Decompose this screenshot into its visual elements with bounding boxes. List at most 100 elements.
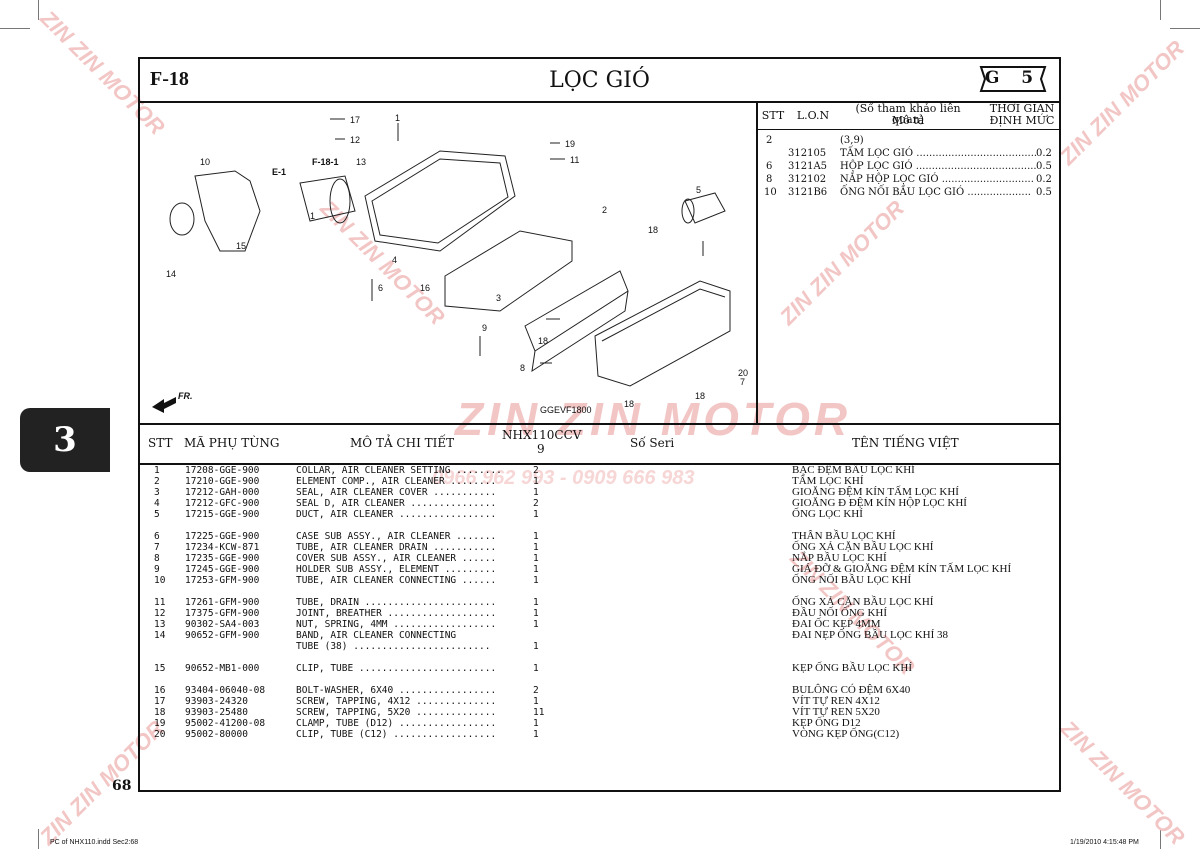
part-number: 93903-25480 — [185, 707, 248, 718]
fr-label: FR. — [178, 391, 193, 401]
part-qty: 2 — [533, 685, 539, 696]
ref-time: 0.2 — [1036, 174, 1052, 185]
ref-desc: NẮP HỘP LỌC GIÓ ........................… — [840, 174, 1034, 185]
part-vn-name: KẸP ỐNG D12 — [792, 717, 861, 729]
part-vn-name: GIOĂNG Đ ĐỆM KÍN HỘP LỌC KHÍ — [792, 497, 967, 509]
part-description: COLLAR, AIR CLEANER SETTING ........ — [296, 465, 502, 476]
part-number: 17261-GFM-900 — [185, 597, 260, 608]
callout: 20 — [738, 368, 748, 378]
part-stt: 13 — [154, 619, 166, 630]
cover-shape — [594, 280, 731, 387]
fr-arrow-icon — [152, 397, 176, 413]
callout: 5 — [696, 185, 701, 195]
part-qty: 1 — [533, 663, 539, 674]
ref-time: 0.5 — [1036, 161, 1052, 172]
exploded-diagram: FR. 17 12 1 19 11 10 F-18-1 E-1 13 1 5 2… — [140, 101, 758, 425]
callout: E-1 — [272, 167, 286, 177]
part-qty: 1 — [533, 509, 539, 520]
part-number: 17225-GGE-900 — [185, 531, 260, 542]
ref-row: 6 3121A5 HỘP LỌC GIÓ ...................… — [758, 161, 1061, 173]
page-title: LỌC GIÓ — [549, 68, 650, 93]
callout: 9 — [482, 323, 487, 333]
part-description: COVER SUB ASSY., AIR CLEANER ...... — [296, 553, 497, 564]
parts-page: F-18 LỌC GIÓ G 5 — [138, 57, 1061, 792]
part-qty: 1 — [533, 487, 539, 498]
table-row: 13 90302-SA4-003 NUT, SPRING, 4MM ........… — [140, 619, 1059, 631]
case-shape — [364, 150, 516, 252]
callout: 18 — [624, 399, 634, 409]
col-serial: Số Seri — [630, 436, 675, 450]
part-qty: 1 — [533, 641, 539, 652]
part-stt: 1 — [154, 465, 160, 476]
ref-row: 312105 TẤM LỌC GIÓ .....................… — [758, 148, 1061, 160]
part-vn-name: VÍT TỰ REN 4X12 — [792, 695, 880, 707]
ref-row: 8 312102 NẮP HỘP LỌC GIÓ ...............… — [758, 174, 1061, 186]
page-number: 68 — [112, 778, 132, 794]
part-vn-name: ỐNG LỌC KHÍ — [792, 508, 863, 520]
ref-stt: 8 — [766, 174, 773, 185]
part-description: SCREW, TAPPING, 4X12 .............. — [296, 696, 497, 707]
part-qty: 1 — [533, 564, 539, 575]
part-description: CLIP, TUBE (C12) .................. — [296, 729, 497, 740]
labor-reference-table: STT L.O.N (Số tham khảo liên quan) Mô tả… — [758, 101, 1061, 425]
ref-stt: 2 — [766, 135, 773, 146]
ref-col-stt: STT — [761, 109, 785, 122]
part-vn-name: GIOĂNG ĐỆM KÍN TẤM LỌC KHÍ — [792, 486, 959, 498]
part-description: SCREW, TAPPING, 5X20 .............. — [296, 707, 497, 718]
part-stt: 20 — [154, 729, 166, 740]
callout: 18 — [695, 391, 705, 401]
callout: 3 — [496, 293, 501, 303]
part-vn-name: BẠC ĐỆM BẦU LỌC KHÍ — [792, 464, 915, 476]
col-desc: MÔ TẢ CHI TIẾT — [350, 436, 455, 450]
part-stt: 18 — [154, 707, 166, 718]
part-stt: 7 — [154, 542, 160, 553]
callout: 2 — [602, 205, 607, 215]
callout: 1 — [310, 211, 315, 221]
col-model: NHX110CCV — [502, 428, 582, 442]
ref-code: 3121A5 — [788, 161, 828, 172]
part-vn-name: ỐNG XẢ CẶN BẦU LỌC KHÍ — [792, 541, 934, 553]
part-description: DUCT, AIR CLEANER ................. — [296, 509, 497, 520]
part-number: 17212-GFC-900 — [185, 498, 260, 509]
part-description: TUBE (38) ........................ — [296, 641, 491, 652]
part-vn-name: THÂN BẦU LỌC KHÍ — [792, 530, 896, 542]
chapter-tab: 3 — [20, 408, 110, 472]
part-description: TUBE, AIR CLEANER CONNECTING ...... — [296, 575, 497, 586]
callout: 10 — [200, 157, 210, 167]
part-qty: 1 — [533, 729, 539, 740]
part-vn-name: VÒNG KẸP ỐNG(C12) — [792, 728, 900, 740]
part-stt: 19 — [154, 718, 166, 729]
callout: 16 — [420, 283, 430, 293]
part-description: NUT, SPRING, 4MM .................. — [296, 619, 497, 630]
part-number: 90302-SA4-003 — [185, 619, 260, 630]
col-part-no: MÃ PHỤ TÙNG — [184, 436, 280, 450]
ref-col-time-2: ĐỊNH MỨC — [989, 114, 1055, 127]
ref-time: 0.5 — [1036, 187, 1052, 198]
col-vn-name: TÊN TIẾNG VIỆT — [852, 436, 959, 450]
part-number: 17375-GFM-900 — [185, 608, 260, 619]
part-description: BOLT-WASHER, 6X40 ................. — [296, 685, 497, 696]
part-qty: 1 — [533, 575, 539, 586]
part-stt: 12 — [154, 608, 166, 619]
callout: 6 — [378, 283, 383, 293]
part-number: 95002-41200-08 — [185, 718, 266, 729]
part-description: CASE SUB ASSY., AIR CLEANER ....... — [296, 531, 497, 542]
ref-row: 10 3121B6 ỐNG NỐI BẦU LỌC GIÓ ..........… — [758, 187, 1061, 199]
part-stt: 16 — [154, 685, 166, 696]
ref-desc: HỘP LỌC GIÓ ............................… — [840, 161, 1037, 172]
part-number: 93404-06040-08 — [185, 685, 266, 696]
ref-code: 312105 — [788, 148, 827, 159]
ref-stt: 10 — [764, 187, 777, 198]
part-vn-name: ỐNG XẢ CẶN BẦU LỌC KHÍ — [792, 596, 934, 608]
part-qty: 1 — [533, 608, 539, 619]
